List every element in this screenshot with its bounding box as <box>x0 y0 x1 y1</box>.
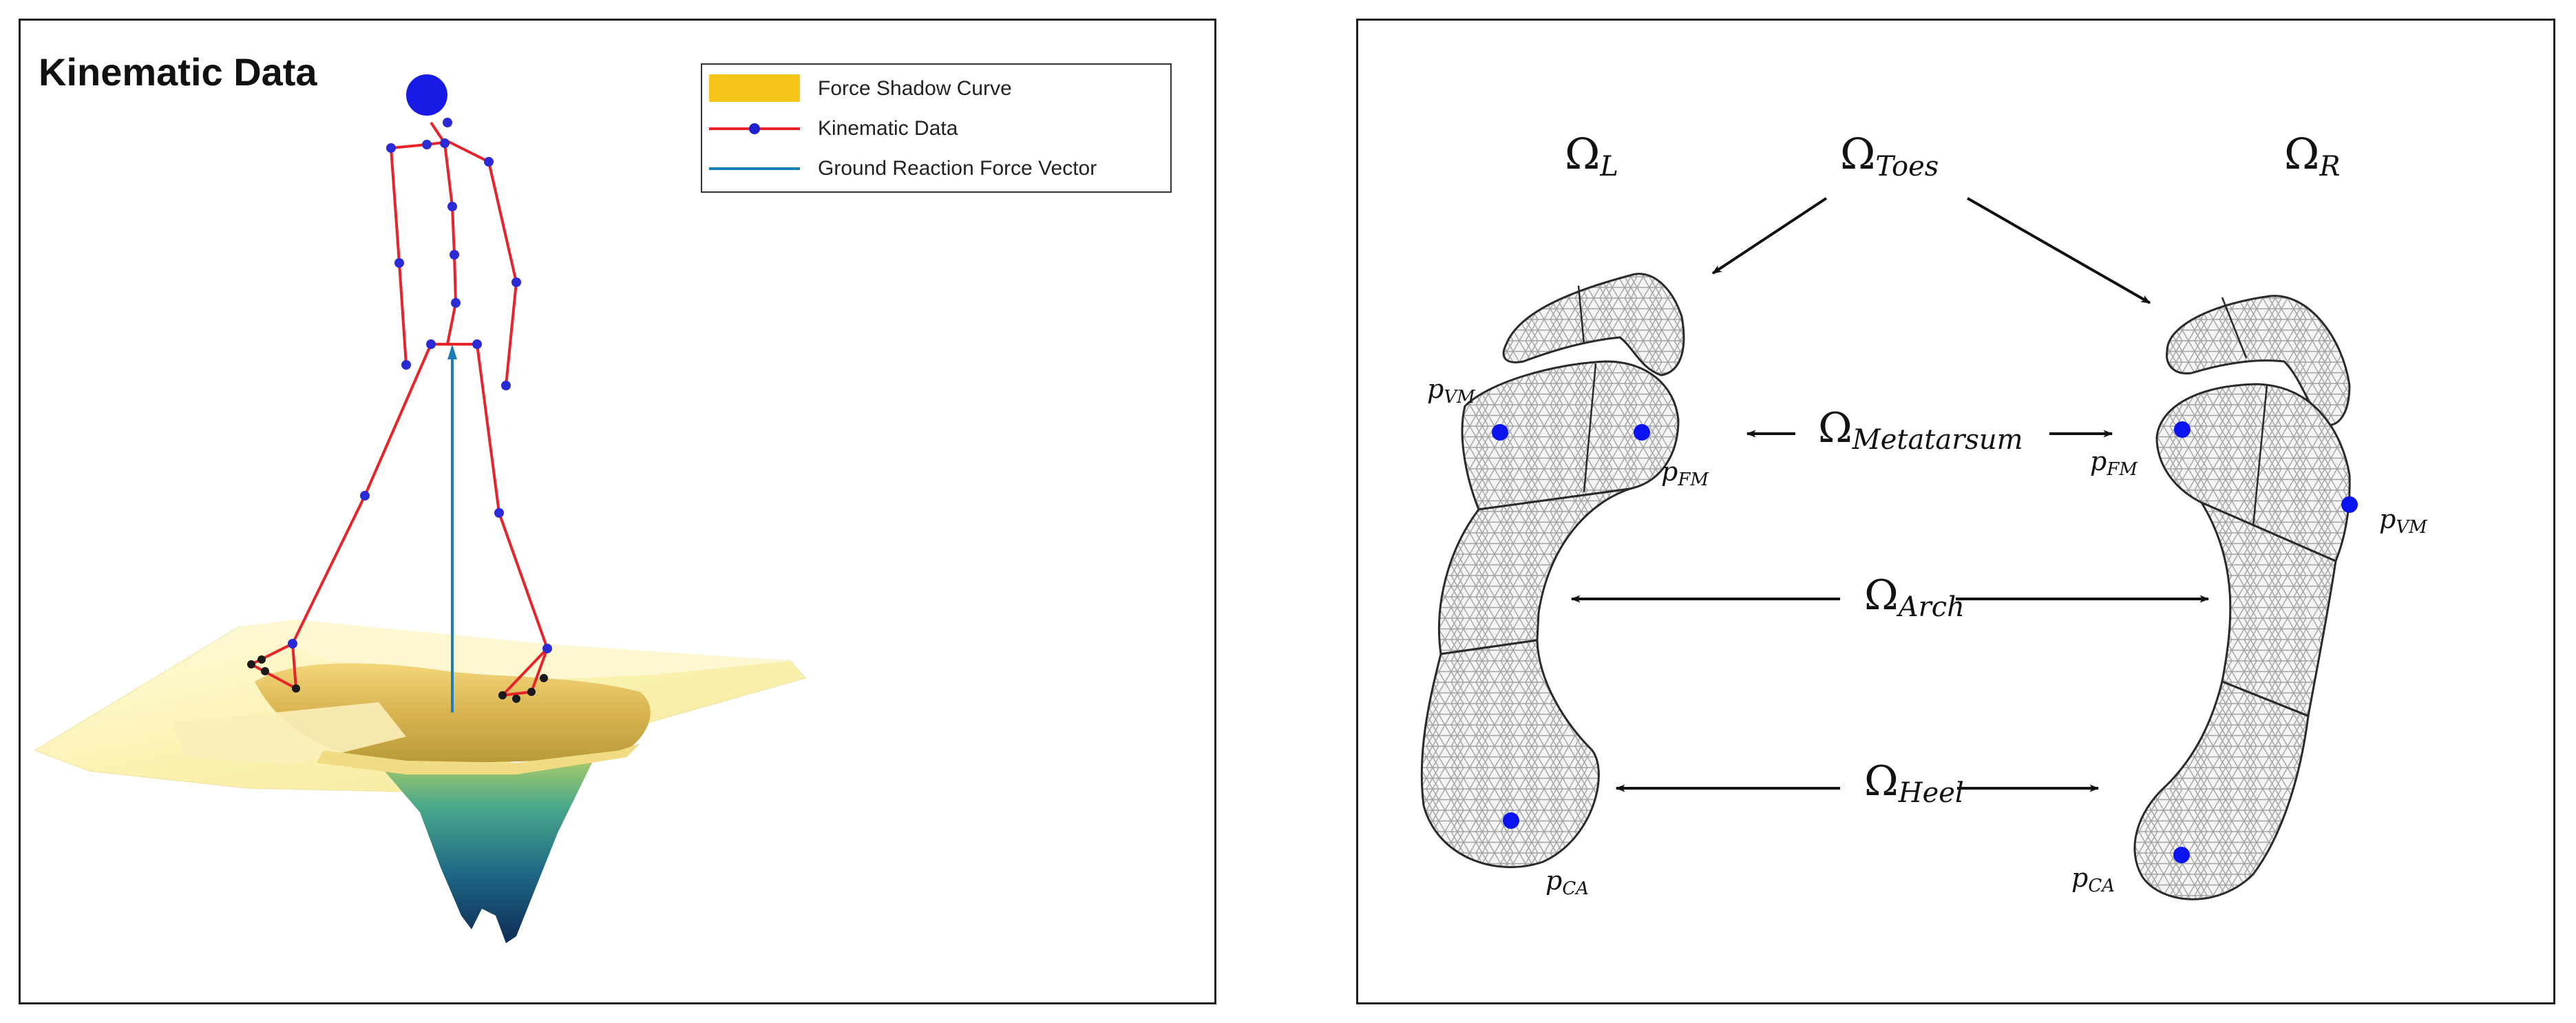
joint-marker <box>472 339 482 349</box>
left-foot <box>248 642 298 691</box>
right-heel-region <box>2133 679 2310 900</box>
surface-well <box>379 761 592 943</box>
head-marker <box>406 74 447 116</box>
joint-marker <box>542 644 552 653</box>
surface-front-rim <box>317 743 640 774</box>
pressure-points <box>1492 421 2358 863</box>
force-vector-arrowhead <box>447 344 457 359</box>
right-leg <box>476 344 549 649</box>
left-label-ca: pCA <box>1545 865 1589 899</box>
toes-arrow-right <box>1967 197 2151 304</box>
foot-marker <box>261 667 269 675</box>
joint-marker <box>443 118 452 127</box>
foot-marker <box>257 655 266 664</box>
left-metatarsum-divider <box>1583 363 1597 493</box>
right-label-fm: pFM <box>2090 446 2138 480</box>
foot-markers <box>247 655 548 703</box>
joint-marker <box>450 250 459 260</box>
foot-regions-diagram: ΩL ΩToes ΩR ΩMetatarsum ΩArch ΩHeel <box>1420 129 2428 900</box>
spine <box>443 143 458 345</box>
legend-item-force-shadow: Force Shadow Curve <box>702 72 1170 106</box>
joint-marker <box>386 143 396 153</box>
joint-marker <box>422 140 432 149</box>
joint-marker <box>451 298 461 308</box>
left-toes-divider <box>1577 285 1585 345</box>
omega-left-label: ΩL <box>1565 129 1618 182</box>
force-vector-swatch <box>709 151 800 186</box>
joint-marker <box>394 258 404 268</box>
foot-marker <box>527 688 536 696</box>
legend-label: Force Shadow Curve <box>818 77 1012 100</box>
joint-markers <box>288 118 552 653</box>
region-arrows <box>1570 197 2210 792</box>
foot-marker <box>540 674 548 682</box>
joint-marker <box>511 277 521 287</box>
right-foot <box>498 647 549 697</box>
joint-marker <box>426 339 436 349</box>
joint-marker <box>288 639 297 648</box>
force-shadow-swatch <box>709 72 800 106</box>
foot-regions-panel: ΩL ΩToes ΩR ΩMetatarsum ΩArch ΩHeel <box>1356 19 2555 1004</box>
kinematic-swatch <box>709 112 800 146</box>
joint-marker <box>447 202 457 211</box>
foot-marker <box>512 695 520 703</box>
right-metatarsum-region <box>2155 383 2351 562</box>
joint-marker <box>401 360 411 370</box>
right-label-ca: pCA <box>2071 863 2115 896</box>
force-shadow-surface <box>33 620 806 943</box>
left-metatarsum-region <box>1461 360 1680 511</box>
foot-marker <box>498 691 507 699</box>
left-point-vm <box>1492 424 1508 441</box>
legend-item-kinematic: Kinematic Data <box>702 112 1170 146</box>
right-toes-region <box>2166 295 2351 426</box>
legend-label: Kinematic Data <box>818 117 958 140</box>
omega-metatarsum-label: ΩMetatarsum <box>1818 404 2023 456</box>
surface-highlight <box>172 702 406 764</box>
left-point-ca <box>1503 812 1519 829</box>
right-point-ca <box>2173 847 2190 863</box>
right-metatarsum-divider <box>2252 385 2268 527</box>
right-point-vm <box>2341 496 2358 513</box>
foot-marker <box>292 684 300 693</box>
right-label-vm: pVM <box>2379 504 2428 538</box>
right-foot-mesh <box>2133 295 2351 900</box>
region-labels: ΩL ΩToes ΩR ΩMetatarsum ΩArch ΩHeel <box>1565 129 2341 809</box>
left-foot-mesh <box>1420 273 1685 868</box>
omega-right-label: ΩR <box>2284 129 2341 182</box>
left-label-vm: pVM <box>1427 374 1476 408</box>
skeleton <box>248 121 549 697</box>
left-point-fm <box>1634 424 1650 441</box>
left-toes-region <box>1502 273 1685 377</box>
omega-toes-label: ΩToes <box>1840 129 1939 182</box>
right-toes-divider <box>2221 297 2248 359</box>
legend-label: Ground Reaction Force Vector <box>818 157 1097 180</box>
joint-marker <box>494 508 504 518</box>
omega-arch-label: ΩArch <box>1864 571 1965 623</box>
right-point-fm <box>2174 421 2190 438</box>
joint-marker <box>501 381 511 390</box>
joint-marker <box>484 157 494 167</box>
omega-heel-label: ΩHeel <box>1864 757 1964 809</box>
legend: Force Shadow Curve Kinematic Data Ground… <box>701 63 1172 193</box>
foot-marker <box>247 660 255 668</box>
toes-arrow-left <box>1711 197 1828 275</box>
kinematic-plot <box>33 74 806 943</box>
left-arch-region <box>1438 487 1631 655</box>
left-arm <box>390 147 408 366</box>
right-arm <box>487 161 518 386</box>
panel-title: Kinematic Data <box>39 50 317 94</box>
shoulders <box>390 140 489 163</box>
left-label-fm: pFM <box>1661 456 1709 490</box>
joint-marker <box>440 138 450 148</box>
legend-item-force-vector: Ground Reaction Force Vector <box>702 151 1170 186</box>
point-labels: pVM pFM pCA pFM pVM pCA <box>1427 374 2428 899</box>
kinematic-panel: Kinematic Data <box>19 19 1216 1004</box>
left-heel-region <box>1420 639 1600 868</box>
joint-marker <box>360 491 370 500</box>
